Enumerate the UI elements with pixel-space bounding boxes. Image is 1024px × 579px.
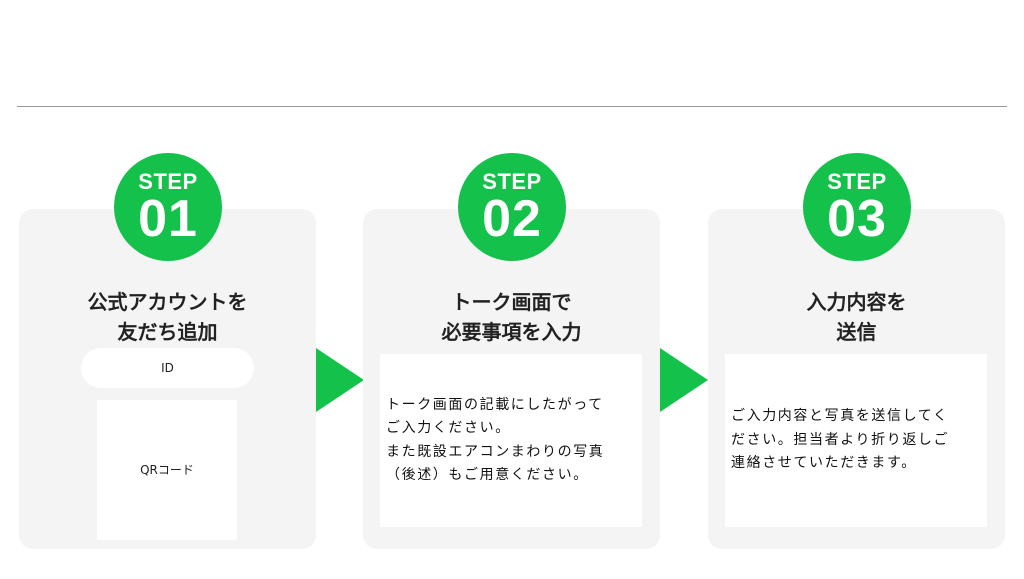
arrow-right-icon	[660, 348, 708, 412]
step-3-label: STEP	[827, 169, 887, 194]
step-2-body-line: また既設エアコンまわりの写真	[386, 443, 605, 460]
step-1-card: 公式アカウントを 友だち追加 ID QRコード	[19, 209, 316, 549]
step-2-label: STEP	[482, 169, 542, 194]
qr-code-placeholder: QRコード	[97, 400, 237, 540]
step-2-body-line: トーク画面の記載にしたがって	[386, 396, 604, 413]
step-2-body-line: ご入力ください。	[386, 420, 511, 436]
step-3-body-line: ご入力内容と写真を送信してく	[731, 408, 949, 425]
step-3-body: ご入力内容と写真を送信してく ださい。担当者より折り返しご 連絡させていただきま…	[731, 405, 949, 476]
step-1-label: STEP	[138, 169, 198, 194]
step-2-body-line: （後述）もご用意ください。	[386, 467, 589, 483]
step-3-card: 入力内容を 送信 ご入力内容と写真を送信してく ださい。担当者より折り返しご 連…	[708, 209, 1005, 549]
step-1-badge: STEP 01	[114, 153, 222, 261]
step-1-title-line: 友だち追加	[117, 320, 218, 344]
step-3-title-line: 送信	[836, 320, 877, 344]
step-2-card: トーク画面で 必要事項を入力 トーク画面の記載にしたがって ご入力ください。 ま…	[363, 209, 660, 549]
step-2-instructions: トーク画面の記載にしたがって ご入力ください。 また既設エアコンまわりの写真 （…	[380, 354, 642, 527]
line-id-field[interactable]: ID	[81, 348, 254, 388]
step-2-body: トーク画面の記載にしたがって ご入力ください。 また既設エアコンまわりの写真 （…	[386, 394, 604, 488]
step-3-body-line: 連絡させていただきます。	[731, 455, 917, 472]
step-3-badge: STEP 03	[803, 153, 911, 261]
step-3-title-line: 入力内容を	[806, 290, 907, 314]
arrow-right-icon	[316, 348, 364, 412]
step-1-title-line: 公式アカウントを	[87, 290, 248, 314]
step-2-title-line: 必要事項を入力	[441, 320, 582, 344]
step-2-title: トーク画面で 必要事項を入力	[363, 287, 660, 347]
step-2-badge: STEP 02	[458, 153, 566, 261]
step-1-number: 01	[138, 190, 198, 248]
step-3-instructions: ご入力内容と写真を送信してく ださい。担当者より折り返しご 連絡させていただきま…	[725, 354, 987, 527]
step-3-number: 03	[827, 190, 887, 248]
step-1-title: 公式アカウントを 友だち追加	[19, 287, 316, 347]
step-2-title-line: トーク画面で	[451, 290, 572, 314]
step-2-number: 02	[482, 190, 542, 248]
header-divider	[17, 106, 1007, 107]
step-3-title: 入力内容を 送信	[708, 287, 1005, 347]
step-3-body-line: ださい。担当者より折り返しご	[731, 431, 950, 448]
